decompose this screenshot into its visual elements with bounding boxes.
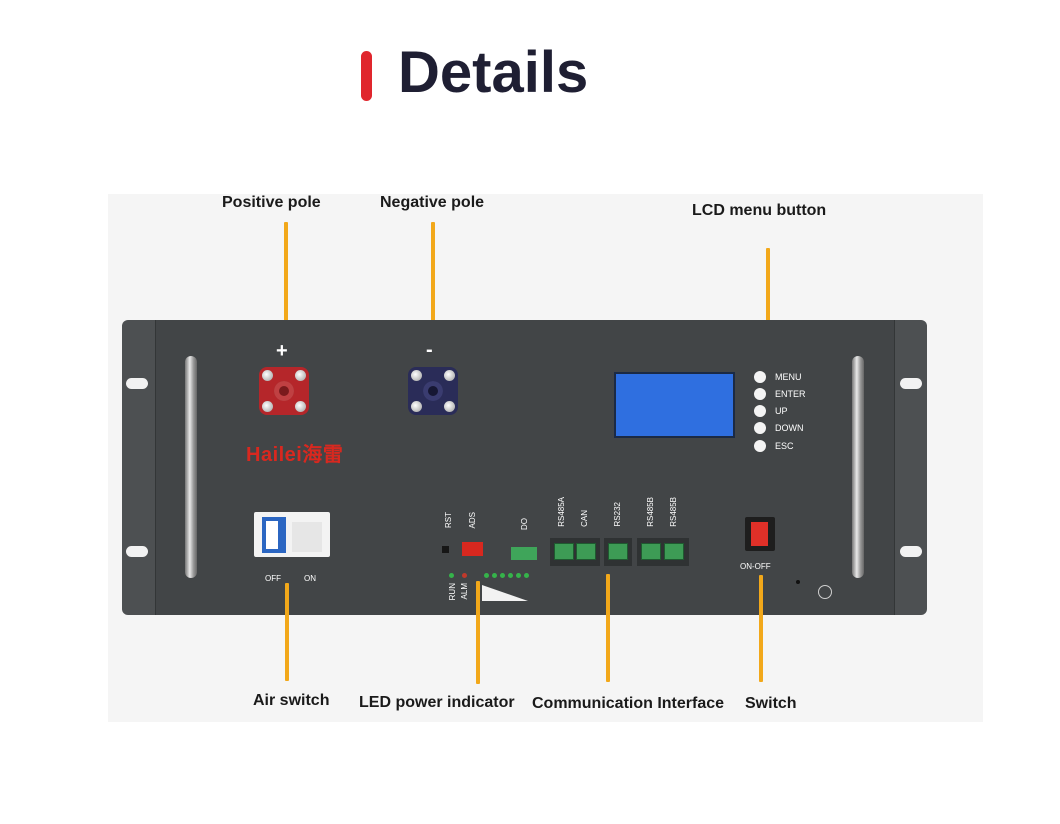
leader-led-power-indicator xyxy=(476,581,480,684)
mount-slot xyxy=(126,546,148,557)
can-port[interactable] xyxy=(576,543,596,560)
up-button-label: UP xyxy=(775,406,788,416)
ads-label: ADS xyxy=(468,512,477,529)
callout-switch: Switch xyxy=(745,695,797,712)
leader-communication-interface xyxy=(606,574,610,682)
lcd-screen xyxy=(614,372,735,438)
run-label: RUN xyxy=(448,583,457,601)
page-title: Details xyxy=(398,40,589,105)
rs485b-port[interactable] xyxy=(641,543,661,560)
soc-led xyxy=(492,573,497,578)
positive-mark: + xyxy=(276,340,288,362)
up-button[interactable] xyxy=(754,405,766,417)
down-button[interactable] xyxy=(754,422,766,434)
do-label: DO xyxy=(520,518,529,530)
right-handle xyxy=(852,356,864,578)
panel-seam-right xyxy=(894,320,895,615)
soc-led xyxy=(484,573,489,578)
brand-logo: Hailei海雷 xyxy=(246,444,344,466)
port-label: RS485B xyxy=(669,497,678,527)
soc-triangle xyxy=(482,585,528,601)
alarm-led xyxy=(462,573,467,578)
port-label: CAN xyxy=(580,510,589,527)
reset-button[interactable] xyxy=(442,546,449,553)
rs485b-port[interactable] xyxy=(664,543,684,560)
dry-contact-terminal[interactable] xyxy=(511,547,537,560)
rs232-port[interactable] xyxy=(608,543,628,560)
leader-negative-pole xyxy=(431,222,435,342)
menu-button[interactable] xyxy=(754,371,766,383)
rst-label: RST xyxy=(444,512,453,528)
esc-button[interactable] xyxy=(754,440,766,452)
title-accent-bar xyxy=(361,51,372,101)
port-label: RS485B xyxy=(646,497,655,527)
soc-led xyxy=(508,573,513,578)
air-switch-body xyxy=(292,522,322,552)
down-button-label: DOWN xyxy=(775,423,804,433)
callout-communication-interface: Communication Interface xyxy=(532,695,725,712)
mount-slot xyxy=(900,546,922,557)
leader-air-switch xyxy=(285,583,289,681)
enter-button[interactable] xyxy=(754,388,766,400)
soc-led xyxy=(500,573,505,578)
run-led xyxy=(449,573,454,578)
power-switch-rocker[interactable] xyxy=(751,522,768,546)
panel-seam-left xyxy=(155,320,156,615)
menu-button-label: MENU xyxy=(775,372,802,382)
leader-switch xyxy=(759,575,763,682)
callout-led-power-indicator: LED power indicator xyxy=(359,694,515,711)
soc-led xyxy=(516,573,521,578)
esc-button-label: ESC xyxy=(775,441,794,451)
callout-negative-pole: Negative pole xyxy=(380,194,485,211)
positive-terminal[interactable] xyxy=(259,367,309,415)
port-label: RS232 xyxy=(613,502,622,527)
negative-terminal[interactable] xyxy=(408,367,458,415)
power-switch-label: ON-OFF xyxy=(740,562,771,571)
air-switch-off-label: OFF xyxy=(265,574,281,583)
mount-slot xyxy=(900,378,922,389)
negative-mark: - xyxy=(426,339,433,361)
alm-label: ALM xyxy=(460,583,469,600)
ground-icon xyxy=(818,585,832,599)
address-dip-switch[interactable] xyxy=(462,542,483,556)
air-switch-on-label: ON xyxy=(304,574,316,583)
soc-led xyxy=(524,573,529,578)
leader-positive-pole xyxy=(284,222,288,342)
rs485a-port[interactable] xyxy=(554,543,574,560)
air-switch-toggle-face xyxy=(266,521,278,549)
indicator-hole xyxy=(796,580,800,584)
mount-slot xyxy=(126,378,148,389)
leader-lcd-menu-button xyxy=(766,248,770,368)
front-panel xyxy=(155,320,895,615)
left-handle xyxy=(185,356,197,578)
callout-lcd-menu-button: LCD menu button xyxy=(692,202,827,219)
callout-air-switch: Air switch xyxy=(253,692,330,709)
enter-button-label: ENTER xyxy=(775,389,806,399)
callout-positive-pole: Positive pole xyxy=(222,194,321,211)
port-label: RS485A xyxy=(557,497,566,527)
